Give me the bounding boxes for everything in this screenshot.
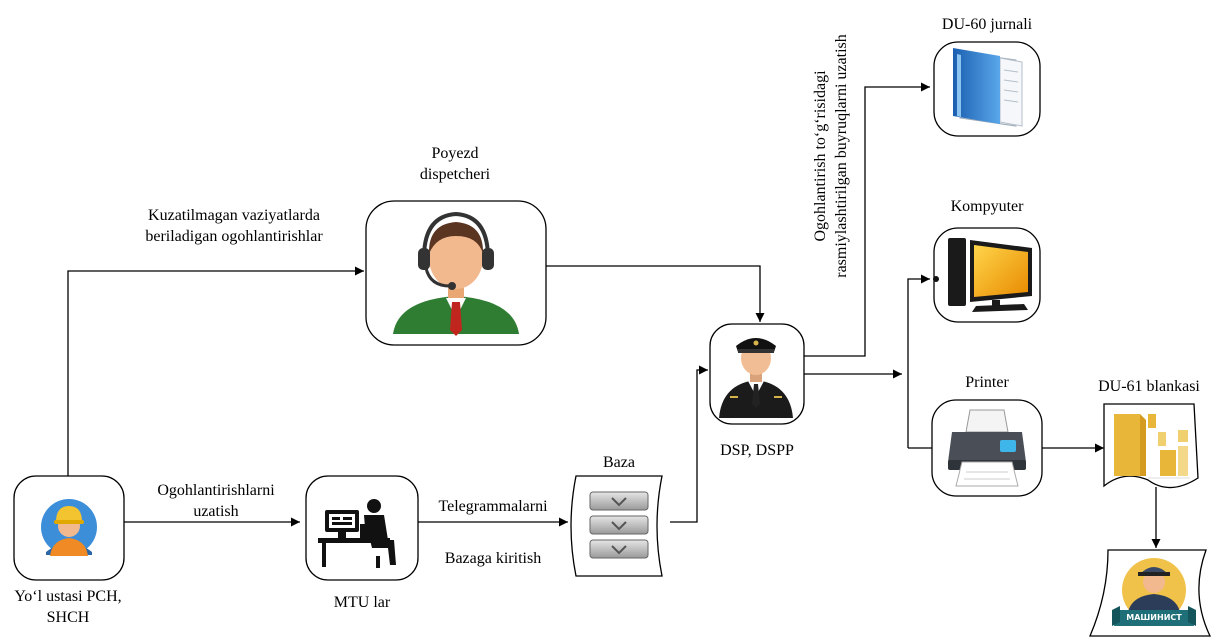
- baza-node[interactable]: [570, 475, 663, 577]
- edge-label-orders-line2: rasmiylashtirilgan buyruqlarni uzatish: [833, 34, 850, 278]
- journal-node[interactable]: [933, 41, 1041, 137]
- edge-label-database-entry: Bazaga kiritish: [444, 550, 542, 567]
- edge-baza-to-dsp: [670, 365, 708, 523]
- edge-label-unobserved-line2: beriladigan ogohlantirishlar: [145, 228, 323, 245]
- edge-dsp-to-journal: [804, 82, 930, 357]
- edge-label-transmit-line2: uzatish: [193, 503, 239, 520]
- computer-node[interactable]: [933, 227, 1041, 323]
- pilot-officer-icon: [719, 338, 793, 418]
- printer-label: Printer: [965, 374, 1009, 391]
- edge-label-unobserved: Kuzatilmagan vaziyatlarda beriladigan og…: [118, 205, 350, 247]
- worker-label: Yo‘l ustasi PCH, SHCH: [2, 586, 134, 628]
- journal-book-icon: [953, 48, 1023, 127]
- edge-label-telegrams: Telegrammalarni: [438, 498, 548, 515]
- document-form-icon: [1114, 414, 1190, 479]
- edge-label-transmit: Ogohlantirishlarni uzatish: [130, 480, 302, 522]
- connectors: [67, 82, 1161, 548]
- edge-label-unobserved-line1: Kuzatilmagan vaziyatlarda: [148, 207, 320, 224]
- printer-node[interactable]: [931, 399, 1043, 497]
- printer-icon: [948, 409, 1026, 487]
- computer-monitor-icon: [933, 238, 1032, 312]
- road-worker-icon: [41, 499, 97, 556]
- driver-badge: МАШИНИСТ: [1126, 613, 1182, 622]
- worker-node[interactable]: [13, 475, 125, 581]
- dispatcher-node[interactable]: [365, 200, 547, 346]
- computer-label: Kompyuter: [950, 198, 1024, 215]
- train-driver-icon: [1112, 558, 1196, 626]
- baza-label: Baza: [603, 454, 635, 471]
- edge-label-orders-line1: Ogohlantirish to‘g‘risidagi: [812, 70, 829, 242]
- edge-label-orders: Ogohlantirish to‘g‘risidagi rasmiylashti…: [810, 16, 852, 296]
- driver-node[interactable]: [1089, 549, 1212, 637]
- edge-worker-to-dispatcher: [67, 266, 364, 476]
- edge-label-transmit-line1: Ogohlantirishlarni: [157, 482, 275, 499]
- dispatcher-label-line1: Poyezd: [431, 145, 479, 162]
- dispatcher-label-line2: dispetcheri: [419, 166, 491, 183]
- worker-label-line2: SHCH: [46, 609, 90, 626]
- dsp-label: DSP, DSPP: [720, 442, 794, 459]
- worker-label-line1: Yo‘l ustasi PCH,: [14, 588, 122, 605]
- edge-split-to-computer: [907, 274, 930, 448]
- dsp-node[interactable]: [709, 323, 805, 425]
- headset-operator-icon: [393, 211, 519, 336]
- database-server-icon: [589, 491, 649, 559]
- operator-at-desk-icon: [318, 499, 396, 568]
- blank-node[interactable]: [1103, 403, 1199, 489]
- dispatcher-label: Poyezd dispetcheri: [405, 143, 505, 185]
- mtu-node[interactable]: [305, 475, 419, 581]
- blank-label: DU-61 blankasi: [1098, 378, 1200, 395]
- journal-label: DU-60 jurnali: [941, 16, 1033, 33]
- mtu-label: MTU lar: [333, 594, 391, 611]
- edge-dispatcher-to-dsp: [546, 265, 765, 322]
